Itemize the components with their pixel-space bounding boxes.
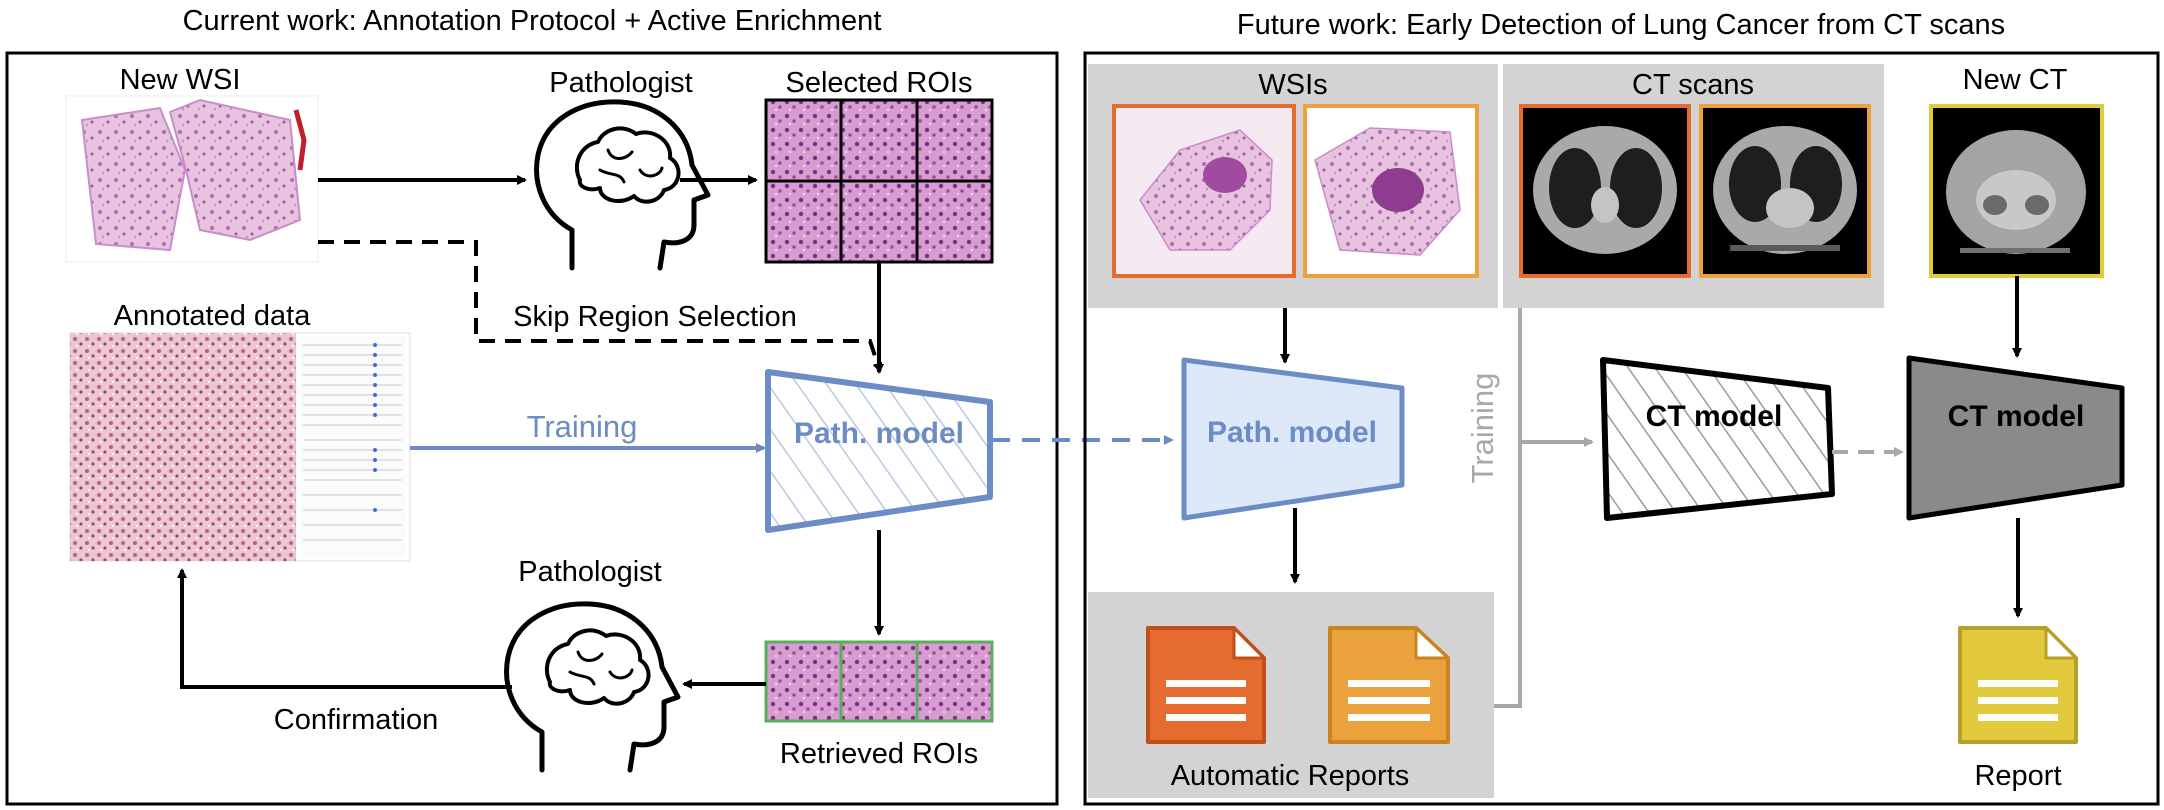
brain-head-icon (534, 99, 711, 271)
ct-model-label: CT model (1948, 400, 2085, 433)
annotated-data-label: Annotated data (114, 300, 312, 332)
ct-model-solid: CT model (1906, 355, 2125, 521)
brain-head-icon-bottom (504, 601, 681, 773)
right-panel-frame (1083, 51, 2160, 806)
report-icon-orange (1328, 626, 1450, 744)
confirmation-label: Confirmation (274, 704, 438, 736)
left-panel-frame (5, 51, 1059, 806)
right-panel-title: Future work: Early Detection of Lung Can… (1237, 9, 2005, 41)
training-label-left: Training (527, 409, 638, 444)
report-icon-orange-red (1146, 626, 1266, 744)
left-panel-title: Current work: Annotation Protocol + Acti… (183, 5, 882, 37)
ct-model-hatched: CT model (1600, 357, 1835, 521)
ct-scan-1 (1519, 104, 1691, 278)
path-model-label-left: Path. model (794, 417, 964, 450)
skip-region-dashed-arrow (318, 240, 883, 373)
retrieved-rois-label: Retrieved ROIs (780, 738, 978, 770)
report-label: Report (1974, 760, 2061, 792)
selected-rois-label: Selected ROIs (786, 67, 973, 99)
left-panel: Current work: Annotation Protocol + Acti… (5, 5, 1059, 806)
right-panel: Future work: Early Detection of Lung Can… (1083, 9, 2160, 806)
new-ct-label: New CT (1963, 64, 2068, 96)
retrieved-rois-strip (764, 640, 994, 723)
path-model-solid: Path. model (1181, 357, 1405, 521)
training-label-right: Training (1465, 373, 1500, 484)
new-ct-scan (1929, 104, 2104, 278)
wsi-thumbnail-2 (1303, 104, 1479, 278)
wsi-thumbnail-1 (1112, 104, 1296, 278)
selected-rois-grid (764, 98, 994, 264)
pathologist-bottom-label: Pathologist (518, 556, 662, 588)
path-model-label-right: Path. model (1207, 416, 1377, 449)
annotated-data-image (69, 332, 411, 562)
ct-scan-2 (1699, 104, 1871, 278)
path-model-hatched: Path. model (765, 369, 993, 533)
pathologist-top-label: Pathologist (549, 67, 693, 99)
report-icon-yellow (1958, 626, 2078, 744)
training-path-vertical (1494, 308, 1522, 708)
automatic-reports-label: Automatic Reports (1171, 760, 1410, 792)
ct-model-hatched-label: CT model (1646, 400, 1783, 433)
skip-region-label: Skip Region Selection (513, 301, 797, 333)
ct-scans-label: CT scans (1632, 69, 1754, 101)
arrow-confirmation (177, 568, 512, 689)
new-wsi-label: New WSI (120, 64, 241, 96)
new-wsi-thumbnail (65, 95, 319, 263)
wsis-label: WSIs (1258, 69, 1327, 101)
